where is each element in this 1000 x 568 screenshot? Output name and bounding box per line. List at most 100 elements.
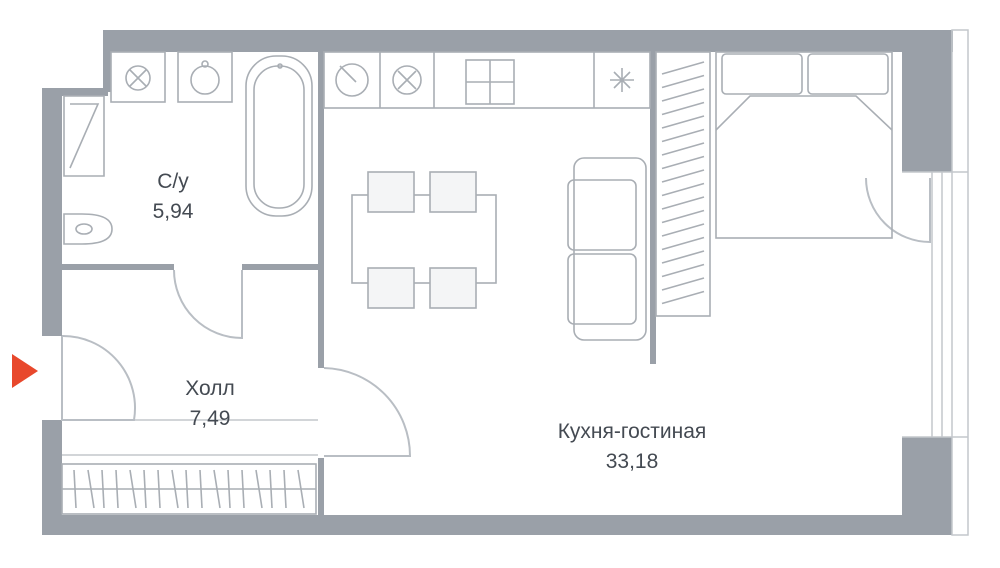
window-door xyxy=(865,177,931,244)
hanger xyxy=(101,469,105,509)
hanger xyxy=(213,469,221,509)
hanger xyxy=(115,469,119,509)
window-frame-right xyxy=(951,29,969,536)
bathroom-name: С/у xyxy=(157,170,189,193)
room-labels: С/у 5,94 Холл 7,49 Кухня-гостиная 33,18 xyxy=(153,170,707,473)
hanger xyxy=(661,128,705,143)
kitchen-sink-icon xyxy=(335,63,369,97)
dining-table xyxy=(351,194,497,284)
wall-left-lower xyxy=(42,420,62,535)
hanger xyxy=(73,469,77,509)
partition-bath-hall-right xyxy=(242,264,322,270)
hanger xyxy=(143,469,147,509)
entrance-door xyxy=(61,334,136,421)
hanger xyxy=(661,196,705,210)
wall-left-corner xyxy=(42,88,108,96)
hanger xyxy=(661,142,705,156)
hanger xyxy=(661,155,705,170)
hanger xyxy=(269,469,273,509)
wall-right-lower xyxy=(902,437,952,535)
hanger xyxy=(661,101,705,116)
wardrobe-hangers xyxy=(661,61,705,305)
toilet-seat xyxy=(75,223,93,235)
hanger xyxy=(199,469,203,509)
hall-wardrobe xyxy=(61,463,317,515)
chair-4 xyxy=(429,267,477,309)
kitchen-tap xyxy=(339,65,357,83)
wall-top xyxy=(103,30,953,52)
walls xyxy=(42,29,969,536)
hanger xyxy=(661,209,705,224)
hanger xyxy=(661,182,705,197)
bed xyxy=(715,51,893,239)
bathroom-fixtures xyxy=(63,51,313,245)
doors xyxy=(61,95,931,457)
shower-tray xyxy=(63,95,105,177)
bathtub-inner xyxy=(253,65,305,209)
hanger xyxy=(661,236,705,251)
kitchen-counter xyxy=(323,51,651,109)
hall-wardrobe-hangers xyxy=(73,469,305,509)
shower-glass xyxy=(69,103,100,169)
hanger xyxy=(661,74,705,89)
wardrobe xyxy=(655,51,711,317)
bed-frame xyxy=(715,51,893,239)
hanger xyxy=(255,469,263,509)
hanger xyxy=(661,88,705,102)
washing-machine xyxy=(110,51,166,103)
toilet-icon xyxy=(63,213,113,245)
hanger xyxy=(661,263,705,278)
living-name: Кухня-гостиная xyxy=(558,420,707,443)
sink-icon xyxy=(190,65,220,95)
wall-right-upper xyxy=(902,30,952,172)
hanger xyxy=(661,250,705,264)
hall-area: 7,49 xyxy=(190,407,231,430)
entrance-arrow-icon xyxy=(12,354,38,388)
partition-bath-hall-left xyxy=(62,264,174,270)
pillow-1 xyxy=(721,53,803,95)
hanger xyxy=(283,469,287,509)
wall-left-upper xyxy=(42,88,62,336)
hall-name: Холл xyxy=(185,377,235,400)
sofa-cushion-2 xyxy=(567,253,637,325)
hanger xyxy=(241,469,245,509)
chair-2 xyxy=(429,171,477,213)
fridge-icon xyxy=(610,68,634,92)
sink-cabinet xyxy=(177,51,233,103)
hanger xyxy=(661,223,705,237)
bedroom-wardrobe xyxy=(655,51,711,317)
partition-hall-living-lower xyxy=(318,458,324,516)
dishwasher-cross xyxy=(397,70,417,90)
bathroom-door xyxy=(173,269,243,340)
chair-3 xyxy=(367,267,415,309)
living-door xyxy=(323,367,412,457)
hanger xyxy=(661,115,705,129)
sofa xyxy=(567,157,647,341)
bathroom-area: 5,94 xyxy=(153,200,194,223)
hanger xyxy=(297,469,305,509)
partition-bath-living xyxy=(318,52,324,368)
kitchen xyxy=(323,51,651,109)
partitions xyxy=(62,52,656,516)
dining xyxy=(351,171,497,309)
hanger xyxy=(661,277,705,291)
sofa-cushion-1 xyxy=(567,179,637,251)
partition-bedroom xyxy=(650,52,656,364)
hanger xyxy=(661,169,705,183)
hanger xyxy=(661,61,705,75)
washing-machine-drum xyxy=(125,65,151,91)
hanger xyxy=(185,469,189,509)
bed-blanket xyxy=(715,95,893,131)
washing-machine-cross xyxy=(129,69,147,87)
hanger xyxy=(87,469,95,509)
hanger xyxy=(227,469,231,509)
hanger xyxy=(157,469,161,509)
hanger xyxy=(661,290,705,305)
bathtub xyxy=(245,55,313,217)
bathtub-drain xyxy=(277,63,283,69)
dishwasher xyxy=(392,65,422,95)
living-area: 33,18 xyxy=(606,450,659,473)
sink-tap xyxy=(201,60,209,68)
sofa-frame xyxy=(573,157,647,341)
